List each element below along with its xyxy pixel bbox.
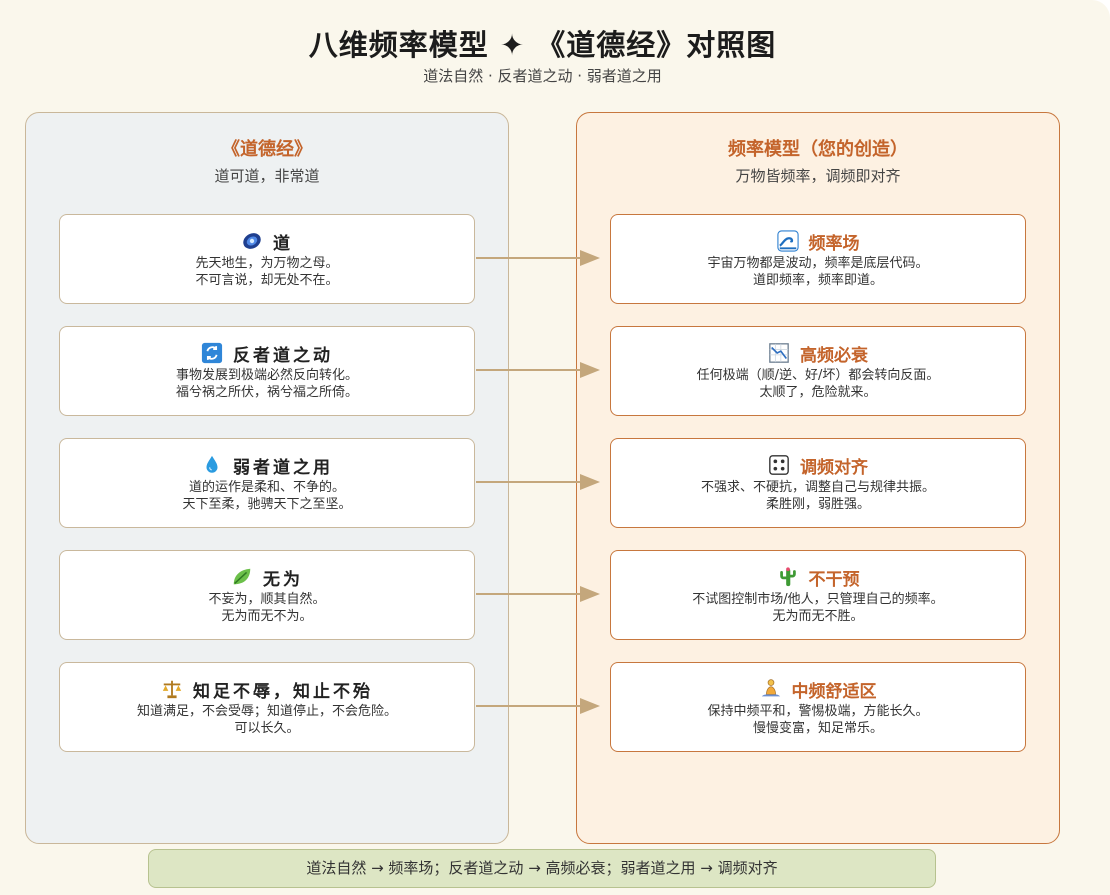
card-line: 不妄为，顺其自然。 [208,592,326,607]
card-line: 道的运作是柔和、不争的。 [188,480,345,495]
concept-card-tuning-alignment: 调频对齐 不强求、不硬抗，调整自己与规律共振。 柔胜刚，弱胜强。 [610,438,1026,528]
concept-card-dao: 道 先天地生，为万物之母。 不可言说，却无处不在。 [59,214,475,304]
concept-card-non-intervention: 不干预 不试图控制市场/他人，只管理自己的频率。 无为而无不胜。 [610,550,1026,640]
refresh-icon [201,342,223,364]
card-line: 可以长久。 [234,721,300,736]
card-title: 无为 [263,569,303,590]
card-line: 不可言说，却无处不在。 [195,273,339,288]
concept-card-fanzhe: 反者道之动 事物发展到极端必然反向转化。 福兮祸之所伏，祸兮福之所倚。 [59,326,475,416]
control-knobs-icon [769,455,789,475]
wave-icon [776,230,799,252]
concept-card-mid-freq-comfort-zone: 中频舒适区 保持中频平和，警惕极端，方能长久。 慢慢变富，知足常乐。 [610,662,1026,752]
card-line: 宇宙万物都是波动，频率是底层代码。 [707,256,929,271]
card-line: 道即频率，频率即道。 [752,273,883,288]
connector-arrow [476,586,600,602]
chart-down-icon [769,343,789,363]
card-title: 不干预 [808,569,860,590]
connector-arrow [476,362,600,378]
connector-arrow [476,250,600,266]
card-line: 柔胜刚，弱胜强。 [765,497,870,512]
panel-subtitle: 万物皆频率，调频即对齐 [735,167,901,185]
cactus-icon [779,567,796,587]
page-title: 八维频率模型 ✦ 《道德经》对照图 [308,28,777,62]
daodejing-panel: 《道德经》 道可道，非常道 道 先天地生，为万物之母。 不可言说，却无处不在。 [25,112,509,844]
card-title: 高频必衰 [800,345,868,366]
card-title: 频率场 [808,233,860,254]
card-title: 道 [273,233,293,254]
concept-card-wuwei: 无为 不妄为，顺其自然。 无为而无不为。 [59,550,475,640]
card-title: 反者道之动 [233,345,333,366]
connector-arrow [476,474,600,490]
connector-arrow [476,698,600,714]
card-line: 保持中频平和，警惕极端，方能长久。 [707,704,929,719]
card-line: 不试图控制市场/他人，只管理自己的频率。 [692,592,944,607]
galaxy-icon [243,233,261,249]
card-line: 先天地生，为万物之母。 [195,256,339,271]
panel-title: 《道德经》 [222,139,312,160]
card-line: 太顺了，危险就来。 [759,385,877,400]
card-line: 无为而无不为。 [221,609,313,624]
card-title: 调频对齐 [800,457,868,478]
card-title: 知足不辱，知止不殆 [193,681,373,702]
water-drop-icon [206,455,218,473]
meditation-icon [761,679,780,697]
card-line: 事物发展到极端必然反向转化。 [175,368,358,383]
concept-card-zhizu: 知足不辱，知止不殆 知道满足，不会受辱；知道停止，不会危险。 可以长久。 [59,662,475,752]
card-line: 不强求、不硬抗，调整自己与规律共振。 [700,480,935,495]
card-line: 天下至柔，驰骋天下之至坚。 [182,497,352,512]
concept-card-high-freq-decline: 高频必衰 任何极端（顺/逆、好/坏）都会转向反面。 太顺了，危险就来。 [610,326,1026,416]
card-line: 无为而无不胜。 [772,609,864,624]
panel-title: 频率模型（您的创造） [728,139,908,160]
card-line: 慢慢变富，知足常乐。 [752,721,883,736]
leaf-icon [233,568,251,585]
card-title: 中频舒适区 [791,681,877,702]
concept-card-frequency-field: 频率场 宇宙万物都是波动，频率是底层代码。 道即频率，频率即道。 [610,214,1026,304]
card-line: 任何极端（顺/逆、好/坏）都会转向反面。 [696,368,940,383]
balance-scale-icon [162,680,182,699]
panel-subtitle: 道可道，非常道 [214,167,320,185]
concept-card-ruozhe: 弱者道之用 道的运作是柔和、不争的。 天下至柔，驰骋天下之至坚。 [59,438,475,528]
card-line: 知道满足，不会受辱；知道停止，不会危险。 [136,704,397,719]
card-line: 福兮祸之所伏，祸兮福之所倚。 [175,385,358,400]
card-title: 弱者道之用 [233,457,333,478]
page-subtitle: 道法自然 · 反者道之动 · 弱者道之用 [423,67,662,85]
frequency-model-panel: 频率模型（您的创造） 万物皆频率，调频即对齐 频率场 宇宙万物都是波动，频率是底… [576,112,1060,844]
summary-footer: 道法自然 → 频率场；反者道之动 → 高频必衰；弱者道之用 → 调频对齐 [148,849,936,888]
